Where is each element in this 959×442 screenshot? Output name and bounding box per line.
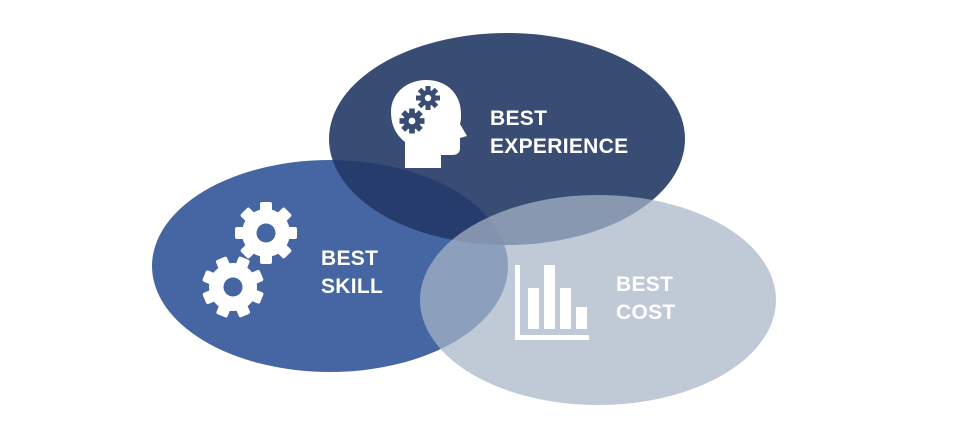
skill-label-line2: SKILL	[321, 275, 384, 298]
skill-label: BEST SKILL	[321, 245, 383, 301]
experience-label-line1: BEST	[490, 107, 548, 130]
cost-label-line1: BEST	[616, 273, 674, 296]
experience-label-line2: EXPERIENCE	[490, 135, 629, 158]
experience-label: BEST EXPERIENCE	[490, 105, 628, 161]
cost-label: BEST COST	[616, 271, 676, 327]
cost-label-line2: COST	[616, 301, 676, 324]
experience-skill-overlap	[329, 160, 508, 245]
bar-chart-icon	[515, 265, 589, 340]
skill-label-line1: BEST	[321, 247, 379, 270]
head-with-gears-icon	[391, 80, 467, 168]
cost-ellipse	[420, 195, 776, 405]
gears-icon	[202, 202, 297, 318]
